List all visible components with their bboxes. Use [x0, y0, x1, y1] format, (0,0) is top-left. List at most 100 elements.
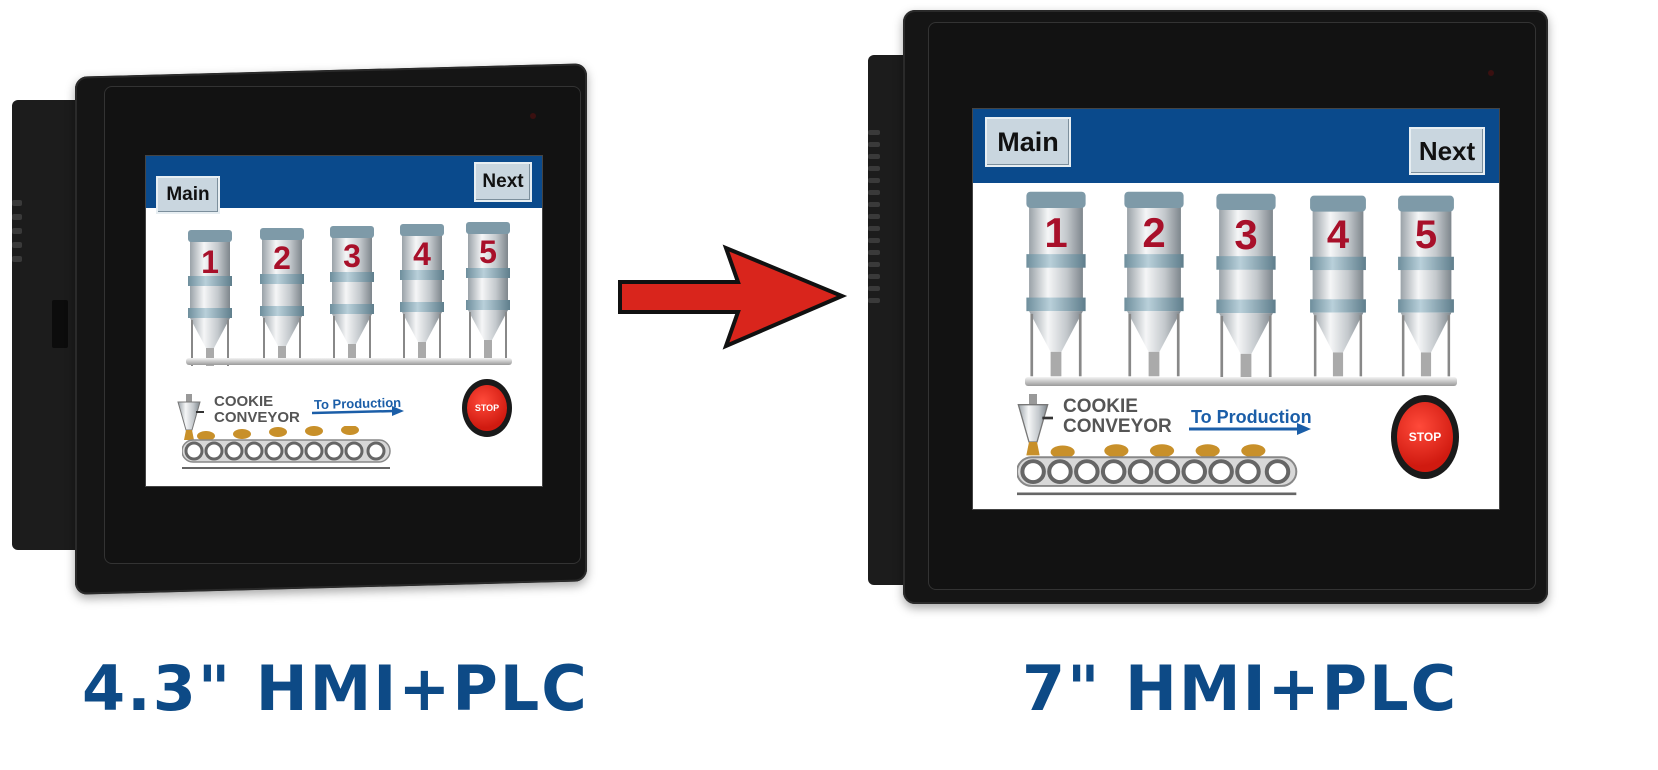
side-vent — [868, 262, 880, 267]
silo-number: 2 — [1142, 209, 1166, 256]
side-vent — [868, 214, 880, 219]
side-vent — [868, 142, 880, 147]
large-hmi-device: Main Next 1 — [868, 10, 1548, 604]
silo-icon — [466, 222, 510, 358]
side-vent — [868, 298, 880, 303]
power-led — [1488, 70, 1494, 76]
cookie-icon — [1195, 444, 1220, 458]
roller-icon — [1074, 459, 1100, 484]
cookie-icon — [305, 426, 323, 436]
small-device-caption: 4.3" HMI+PLC — [82, 652, 589, 725]
side-vent — [12, 200, 22, 206]
side-vent — [12, 256, 22, 262]
right-arrow-icon — [1189, 423, 1311, 435]
right-arrow-icon — [618, 244, 848, 350]
side-housing — [12, 100, 82, 550]
side-vent — [868, 154, 880, 159]
cookie-icon — [1241, 444, 1266, 458]
silo-3: 3 — [1211, 191, 1281, 381]
large-device-caption: 7" HMI+PLC — [1022, 652, 1459, 725]
silo-5: 5 — [1393, 193, 1459, 379]
next-button[interactable]: Next — [474, 162, 532, 202]
side-port — [52, 300, 68, 348]
silo-number: 3 — [1234, 211, 1258, 258]
conveyor-line-2: CONVEYOR — [1063, 415, 1172, 437]
side-vent — [868, 190, 880, 195]
side-vent — [868, 274, 880, 279]
silo-number: 5 — [1414, 213, 1438, 257]
roller-icon — [1047, 459, 1073, 484]
side-vent — [868, 178, 880, 183]
roller-icon — [1020, 459, 1046, 484]
roller-icon — [366, 441, 386, 461]
silo-4: 4 — [396, 222, 448, 362]
feed-pipe — [1025, 377, 1457, 386]
roller-icon — [344, 441, 364, 461]
silo-2: 2 — [256, 226, 308, 366]
side-vent — [868, 202, 880, 207]
cookie-icon — [1050, 445, 1075, 459]
side-vent — [868, 250, 880, 255]
side-vent — [868, 226, 880, 231]
silo-number: 4 — [413, 236, 431, 272]
roller-icon — [204, 441, 224, 461]
next-button[interactable]: Next — [1409, 127, 1485, 175]
silo-icon — [1310, 195, 1366, 377]
stop-button[interactable]: STOP — [462, 379, 512, 437]
main-button[interactable]: Main — [156, 176, 220, 214]
roller-icon — [1235, 459, 1261, 484]
roller-icon — [1100, 459, 1127, 484]
silo-icon — [1216, 193, 1276, 379]
cookie-icon — [233, 429, 251, 439]
conveyor-line-2: CONVEYOR — [214, 408, 300, 426]
feed-pipe — [186, 358, 512, 365]
silo-4: 4 — [1305, 193, 1371, 379]
cookie-icon — [1149, 444, 1175, 458]
silo-icon — [400, 224, 444, 360]
silo-icon — [330, 226, 374, 362]
side-vent — [868, 286, 880, 291]
hmi-screen: Main Next 1 — [145, 155, 543, 487]
to-production-label: To Production — [1191, 407, 1312, 427]
silo-1: 1 — [1021, 189, 1091, 379]
cookie-icon — [269, 427, 287, 437]
roller-icon — [244, 441, 264, 461]
side-vent — [12, 214, 22, 220]
hopper-icon — [1017, 394, 1053, 456]
silo-number: 1 — [1044, 209, 1068, 256]
stop-button-icon: STOP — [1397, 402, 1453, 472]
right-arrow-icon — [312, 406, 404, 416]
silo-2: 2 — [1119, 189, 1189, 379]
roller-icon — [184, 441, 204, 461]
conveyor-label: COOKIE CONVEYOR — [214, 394, 300, 426]
silo-3: 3 — [326, 224, 378, 364]
silo-icon — [1026, 191, 1086, 377]
side-vent — [868, 130, 880, 135]
silo-5: 5 — [462, 220, 514, 360]
stop-button-icon: STOP — [467, 385, 507, 431]
side-vent — [12, 228, 22, 234]
conveyor-line-1: COOKIE — [1063, 396, 1138, 417]
stop-button[interactable]: STOP — [1391, 395, 1459, 479]
roller-icon — [1127, 459, 1154, 484]
conveyor-belt — [1017, 444, 1298, 496]
silo-icon — [260, 228, 304, 364]
cookie-icon — [197, 431, 215, 441]
conveyor-line-1: COOKIE — [214, 393, 274, 410]
hopper-icon — [177, 394, 204, 440]
main-button[interactable]: Main — [985, 117, 1071, 167]
roller-icon — [224, 441, 244, 461]
side-vent — [12, 242, 22, 248]
roller-icon — [264, 441, 284, 461]
roller-icon — [284, 441, 304, 461]
silo-icon — [1124, 191, 1184, 377]
cookie-icon — [341, 426, 359, 435]
roller-icon — [1154, 459, 1181, 484]
cookie-icon — [1104, 444, 1129, 458]
side-vent — [868, 166, 880, 171]
silo-icon — [1398, 195, 1454, 377]
silo-number: 3 — [343, 238, 361, 274]
small-hmi-device: Main Next 1 — [0, 0, 600, 600]
power-led — [530, 113, 536, 119]
roller-icon — [1181, 459, 1208, 484]
